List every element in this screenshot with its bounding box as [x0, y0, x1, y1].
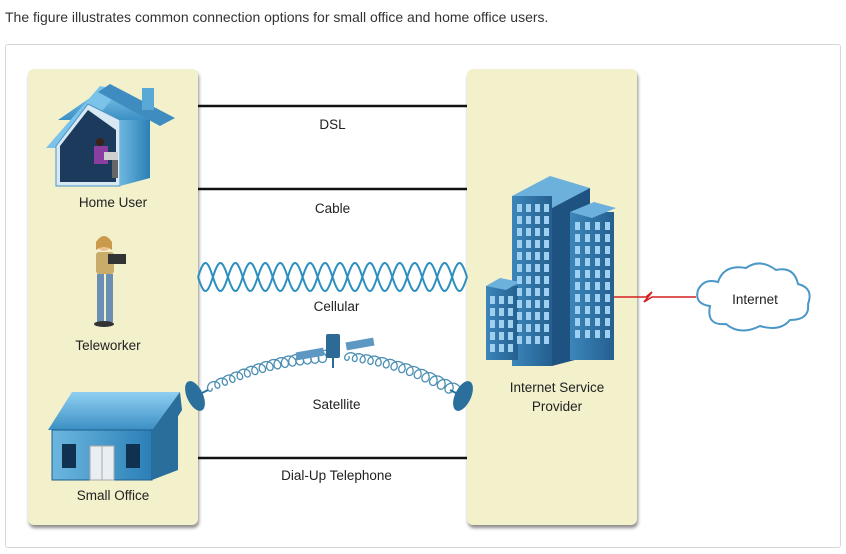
cellular-wave	[197, 261, 468, 293]
dialup-label: Dial-Up Telephone	[281, 468, 392, 483]
internet-label: Internet	[732, 292, 778, 307]
satellite-dish-right-icon	[449, 381, 473, 411]
teleworker-label: Teleworker	[75, 338, 141, 353]
dsl-label: DSL	[319, 117, 346, 132]
figure-frame	[5, 44, 841, 548]
satellite-label: Satellite	[312, 397, 361, 412]
satellite-wave	[206, 349, 462, 394]
isp-label-line2: Provider	[531, 399, 583, 414]
isp-label-line1: Internet Service	[509, 380, 605, 395]
cellular-label: Cellular	[313, 299, 360, 314]
teleworker-icon	[94, 236, 126, 327]
internet-cloud-icon	[696, 262, 811, 332]
small-office-icon	[48, 392, 182, 481]
satellite-icon	[295, 334, 375, 368]
isp-building-icon	[486, 176, 616, 366]
figure-caption: The figure illustrates common connection…	[5, 9, 549, 25]
home-user-label: Home User	[78, 195, 148, 210]
isp-internet-link	[614, 291, 696, 303]
home-house-icon	[46, 84, 175, 187]
cable-label: Cable	[314, 201, 351, 216]
satellite-dish-left-icon	[185, 381, 209, 411]
small-office-label: Small Office	[76, 488, 150, 503]
